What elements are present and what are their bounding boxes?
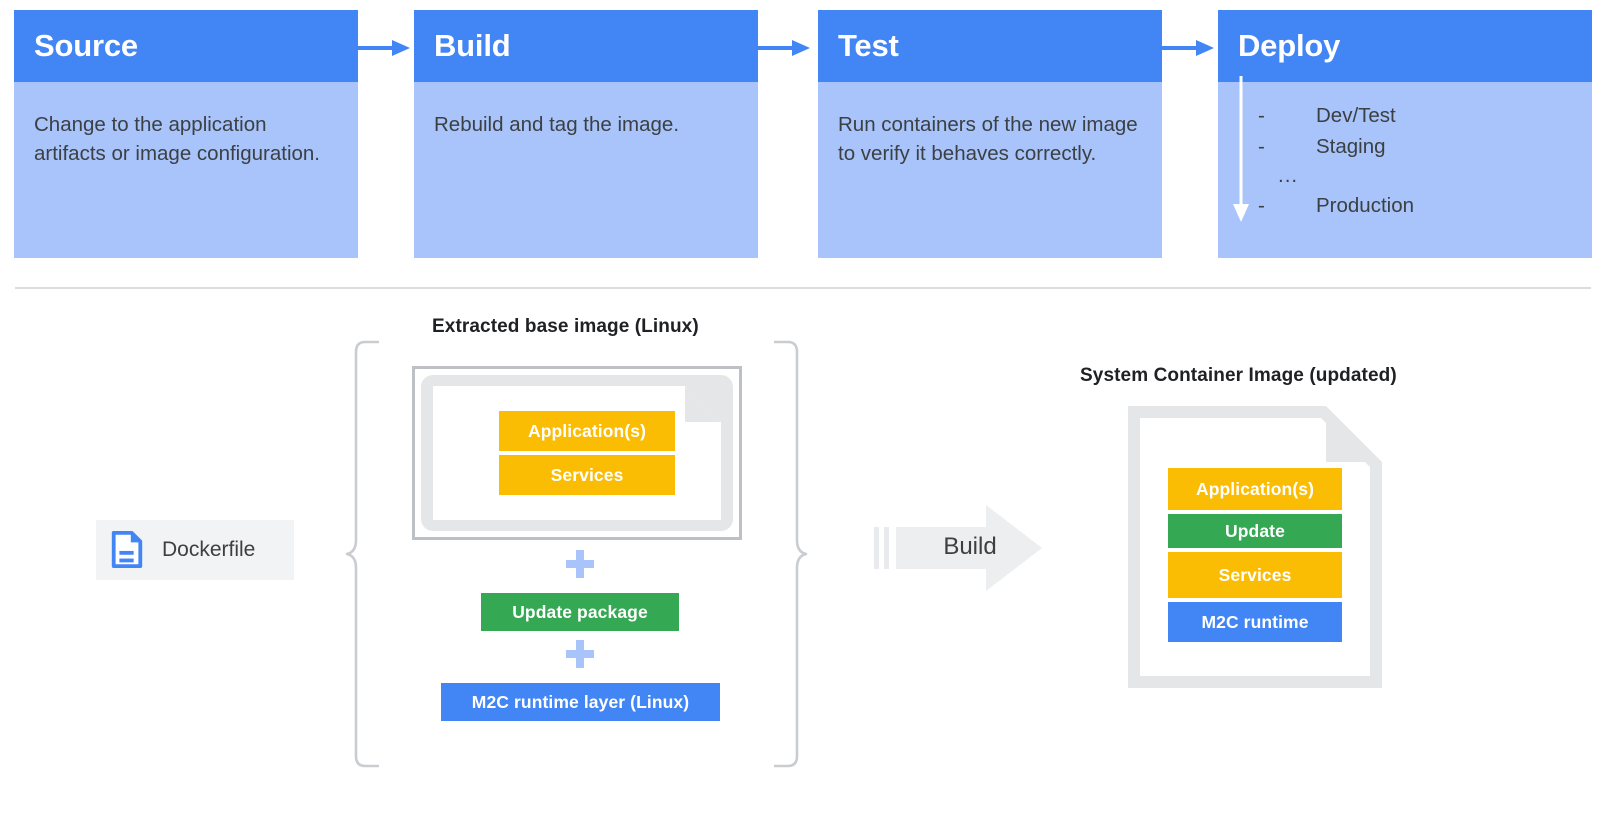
stage-header-build: Build xyxy=(414,10,758,82)
list-bullet: - xyxy=(1258,135,1265,158)
m2c-runtime-layer: M2C runtime layer (Linux) xyxy=(441,683,720,721)
layer-update: Update xyxy=(1168,514,1342,548)
pipeline-stage-deploy[interactable]: Deploy - Dev/Test - Staging ... - Prod xyxy=(1218,10,1592,258)
stage-header-test: Test xyxy=(818,10,1162,82)
arrow-right-icon xyxy=(358,40,410,56)
list-item-label: Dev/Test xyxy=(1316,104,1396,127)
build-arrow-icon xyxy=(874,505,1042,591)
list-item: - Production xyxy=(1258,190,1498,221)
list-item-label: Production xyxy=(1316,194,1415,217)
extracted-base-image-box: Application(s) Services xyxy=(412,366,742,540)
layer-m2c-runtime: M2C runtime xyxy=(1168,602,1342,642)
stage-header-source: Source xyxy=(14,10,358,82)
plus-icon xyxy=(566,550,594,578)
deploy-environment-list: - Dev/Test - Staging ... - Production xyxy=(1258,100,1498,221)
base-image-inner-frame: Application(s) Services xyxy=(421,375,733,531)
document-icon xyxy=(111,531,143,569)
arrow-down-icon xyxy=(1233,76,1249,222)
stage-title: Source xyxy=(34,28,138,63)
stage-title: Deploy xyxy=(1238,28,1341,63)
list-item: - Staging xyxy=(1258,131,1498,162)
stage-title: Test xyxy=(838,28,899,63)
left-brace xyxy=(345,340,379,768)
stage-body-build: Rebuild and tag the image. xyxy=(414,82,758,258)
layer-label: Update xyxy=(1225,520,1285,541)
document-shape xyxy=(433,386,721,520)
stage-body-test: Run containers of the new image to verif… xyxy=(818,82,1162,258)
layer-label: Update package xyxy=(512,601,648,622)
list-item: - Dev/Test xyxy=(1258,100,1498,131)
section-divider xyxy=(15,287,1591,289)
layer-label: M2C runtime layer (Linux) xyxy=(471,691,690,712)
pipeline-stage-build[interactable]: Build Rebuild and tag the image. xyxy=(414,10,758,258)
layer-label: Services xyxy=(1218,564,1292,585)
build-flow-section: Extracted base image (Linux) System Cont… xyxy=(0,300,1606,822)
pipeline-section: Source Change to the application artifac… xyxy=(0,0,1606,268)
base-image-caption: Extracted base image (Linux) xyxy=(432,316,699,337)
stage-body-source: Change to the application artifacts or i… xyxy=(14,82,358,258)
list-ellipsis: ... xyxy=(1278,164,1299,187)
layer-label: M2C runtime xyxy=(1201,611,1309,632)
pipeline-stage-test[interactable]: Test Run containers of the new image to … xyxy=(818,10,1162,258)
stage-description: Rebuild and tag the image. xyxy=(434,113,680,136)
layer-label: Services xyxy=(550,464,624,485)
arrow-right-icon xyxy=(758,40,810,56)
build-label: Build xyxy=(943,533,997,560)
stage-description: Change to the application artifacts or i… xyxy=(34,113,320,165)
arrow-right-icon xyxy=(1162,40,1214,56)
dockerfile-label: Dockerfile xyxy=(162,538,256,561)
list-bullet: - xyxy=(1258,104,1265,127)
stage-description: Run containers of the new image to verif… xyxy=(838,113,1138,165)
system-image-caption: System Container Image (updated) xyxy=(1080,365,1397,386)
layer-label: Application(s) xyxy=(527,420,647,441)
dockerfile-chip[interactable]: Dockerfile xyxy=(96,520,294,580)
stage-title: Build xyxy=(434,28,511,63)
stage-body-deploy: - Dev/Test - Staging ... - Production xyxy=(1218,76,1592,258)
update-package-layer: Update package xyxy=(481,593,679,631)
pipeline-stage-source[interactable]: Source Change to the application artifac… xyxy=(14,10,358,258)
layer-services: Services xyxy=(1168,552,1342,598)
layer-label: Application(s) xyxy=(1195,478,1315,499)
list-item-label: Staging xyxy=(1316,135,1386,158)
layer-applications: Application(s) xyxy=(1168,468,1342,510)
right-brace xyxy=(774,340,808,768)
layer-services: Services xyxy=(499,455,675,495)
system-container-image-box: Application(s) Update Services M2C runti… xyxy=(1128,406,1382,688)
list-bullet: - xyxy=(1258,194,1265,217)
layer-applications: Application(s) xyxy=(499,411,675,451)
plus-icon xyxy=(566,640,594,668)
stage-header-deploy: Deploy xyxy=(1218,10,1592,82)
